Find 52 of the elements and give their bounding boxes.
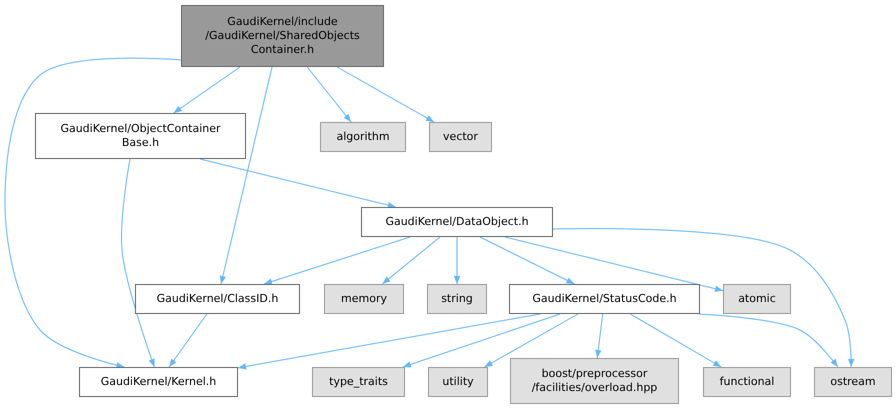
library-header-box [703, 367, 791, 397]
header-file-box [509, 284, 700, 314]
arrow [480, 236, 575, 284]
arrow [484, 314, 579, 368]
file-name: atomic [738, 292, 776, 306]
arrow [306, 66, 352, 122]
file-name: GaudiKernel/DataObject.h [385, 214, 529, 230]
arrow [200, 158, 396, 208]
library-header-box [723, 284, 791, 314]
file-name: GaudiKernel/Kernel.h [100, 374, 216, 390]
library-header-box [429, 122, 492, 152]
arrow [504, 236, 724, 292]
arrow [552, 228, 854, 368]
library-header-box [312, 367, 405, 397]
file-name: functional [720, 374, 774, 390]
header-file-box [361, 207, 553, 237]
file-name: vector [443, 130, 478, 144]
file-name: string [441, 292, 473, 306]
file-name: ostream [830, 374, 876, 390]
arrow [168, 314, 208, 368]
header-file-box [181, 5, 384, 67]
arrow [454, 236, 460, 284]
header-file-box [79, 367, 238, 397]
arrow [382, 236, 440, 284]
library-header-box [428, 367, 488, 397]
arrow [264, 236, 410, 285]
arrow [4, 58, 182, 368]
arrow [595, 314, 604, 358]
arrow [121, 158, 155, 368]
library-header-box [320, 122, 406, 152]
header-file-box [35, 113, 246, 159]
arrow [173, 66, 240, 114]
file-name: GaudiKernel/StatusCode.h [532, 292, 677, 306]
arrow [220, 66, 272, 284]
arrow [402, 314, 561, 368]
arrow [238, 314, 540, 370]
file-name: GaudiKernel/ObjectContainer Base.h [60, 122, 221, 150]
file-name: GaudiKernel/ClassID.h [156, 292, 278, 306]
header-file-box [135, 284, 300, 314]
library-header-box [510, 358, 679, 404]
file-name: memory [341, 292, 387, 306]
library-header-box [324, 284, 404, 314]
arrow [698, 314, 838, 368]
file-name: boost/preprocessor /facilities/overload.hpp [530, 366, 658, 396]
library-header-box [814, 367, 892, 397]
file-name: utility [442, 374, 474, 390]
library-header-box [427, 284, 487, 314]
file-name: algorithm [336, 130, 390, 144]
arrow [630, 314, 722, 368]
arrow [336, 66, 435, 122]
file-name: GaudiKernel/include /GaudiKernel/SharedObjects Container.h [204, 14, 361, 58]
file-name: type_traits [329, 374, 388, 390]
